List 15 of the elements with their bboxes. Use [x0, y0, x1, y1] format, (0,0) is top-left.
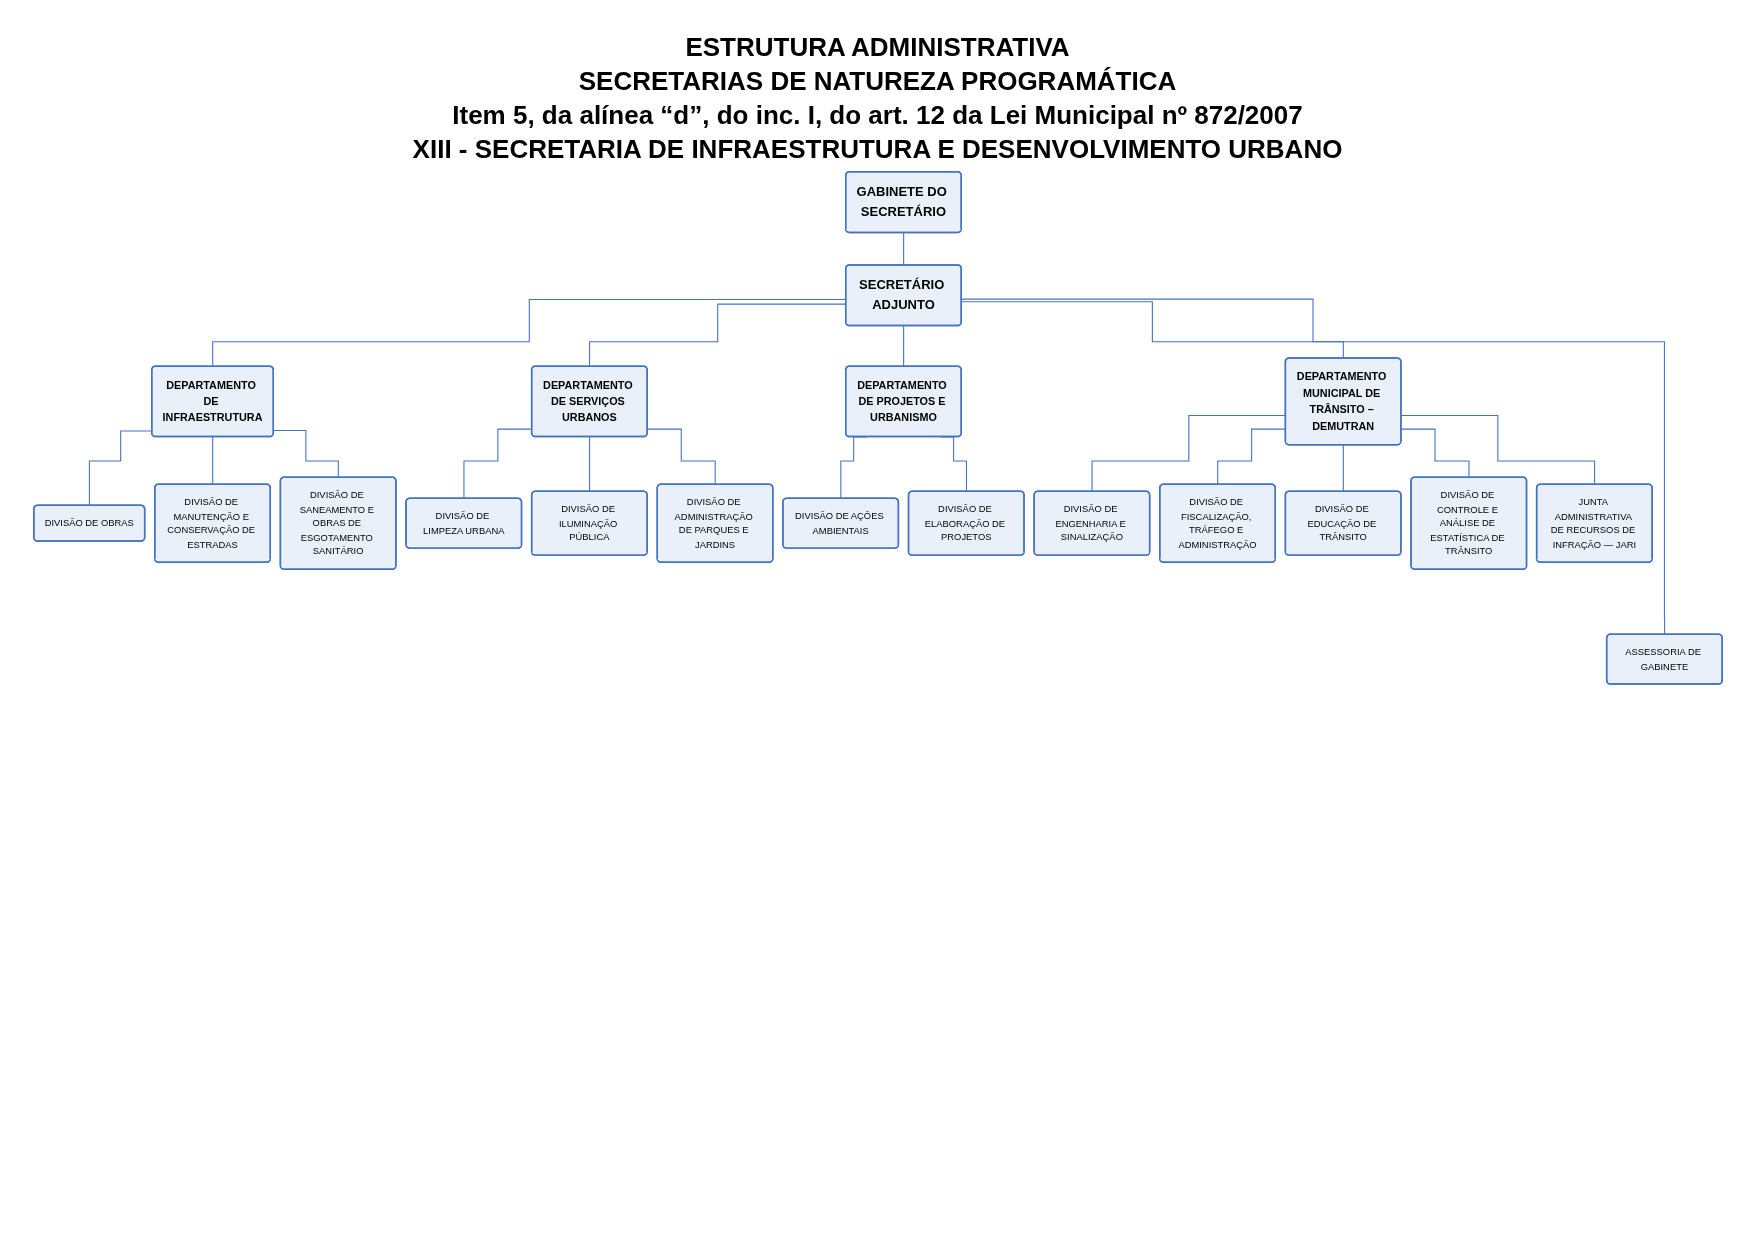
connector [902, 232, 904, 266]
connector [960, 298, 1665, 636]
connector [902, 325, 904, 368]
connector [646, 428, 716, 486]
heading-line: SECRETARIAS DE NATUREZA PROGRAMÁTICA [578, 65, 1177, 98]
title: ESTRUTURA ADMINISTRATIVA [685, 31, 1070, 64]
connector [588, 436, 590, 493]
connector [1400, 428, 1470, 479]
heading-line: XIII - SECRETARIA DE INFRAESTRUTURA E DESENVOLVIMENTO URBANO [412, 133, 1343, 166]
connector [960, 301, 1344, 359]
connector [1400, 414, 1595, 486]
connector [211, 436, 213, 486]
connector [1342, 444, 1344, 493]
connector [272, 430, 339, 479]
heading-line: Item 5, da alínea “d”, do inc. I, do art. 12 da Lei Municipal nº 872/2007 [452, 99, 1303, 132]
